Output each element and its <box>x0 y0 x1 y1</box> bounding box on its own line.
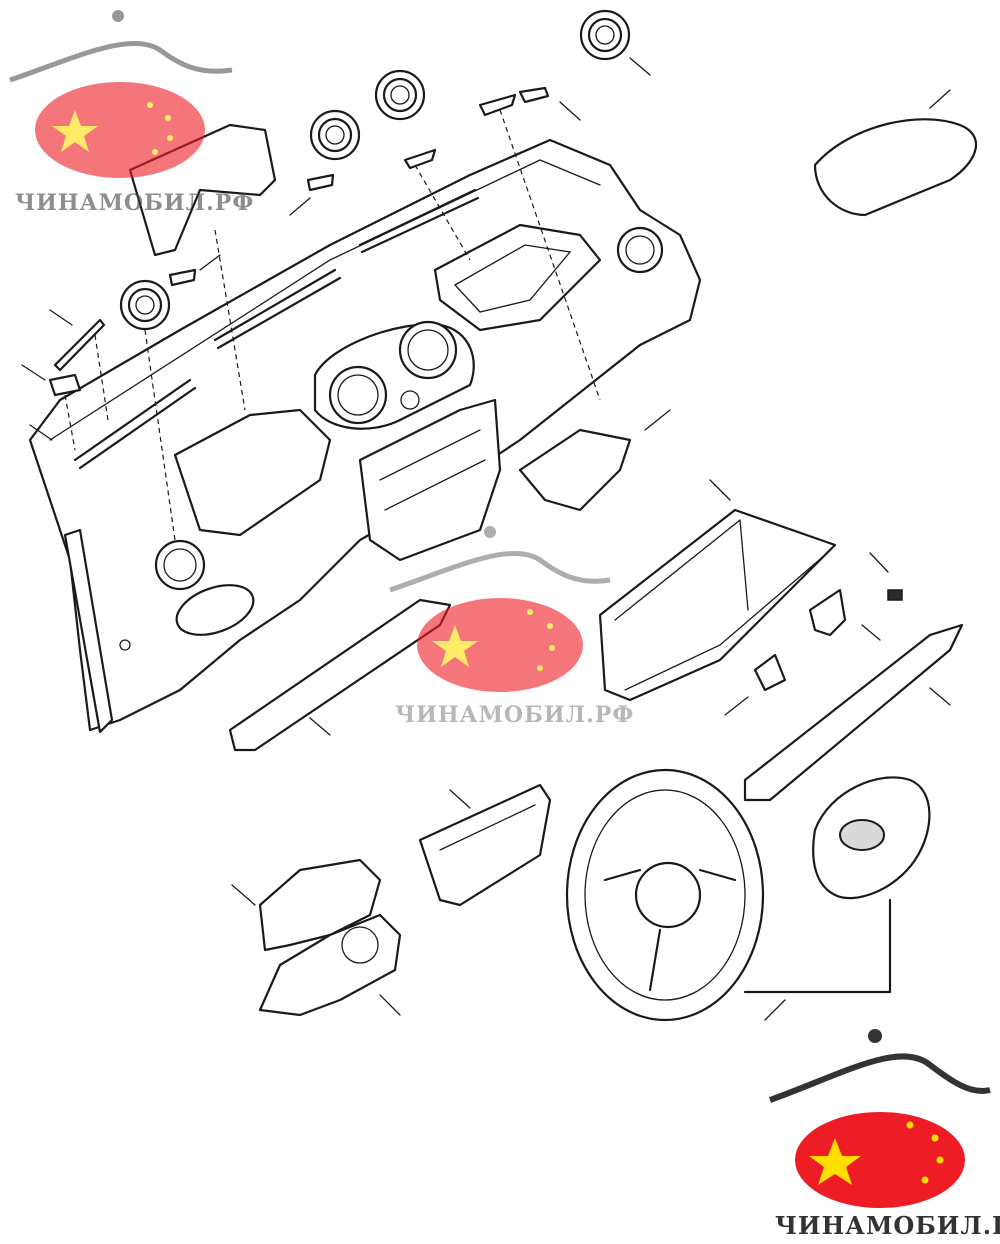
watermark-bottom-right: ЧИНАМОБИЛ.РФ <box>768 1029 1000 1240</box>
watermark-top-left: ЧИНАМОБИЛ.РФ <box>9 10 254 216</box>
steering-column-shroud <box>258 858 402 1017</box>
watermark-text: ЧИНАМОБИЛ.РФ <box>775 1211 1000 1240</box>
steering-wheel <box>565 768 765 1022</box>
vent-bezel-4 <box>119 279 171 331</box>
vent-bezel-2 <box>374 69 426 121</box>
flag-logo <box>795 1112 965 1208</box>
vent-bezel-3 <box>309 109 361 161</box>
glove-box-door <box>743 623 964 802</box>
hinge-bracket <box>753 653 787 692</box>
latch-bracket <box>808 588 847 637</box>
center-bracket <box>518 428 632 512</box>
watermark-text: ЧИНАМОБИЛ.РФ <box>15 190 254 216</box>
small-clips <box>48 86 550 397</box>
assembly-leader-lines <box>64 109 601 541</box>
vent-bezels <box>119 9 631 331</box>
callout-arrows <box>21 57 951 1021</box>
driver-airbag <box>812 776 931 900</box>
glove-box-tray <box>598 508 837 702</box>
airbag-leader-line <box>743 898 892 994</box>
watermark-text: ЧИНАМОБИЛ.РФ <box>395 702 634 728</box>
watermark-center: ЧИНАМОБИЛ.РФ <box>389 526 634 728</box>
small-latch <box>887 589 903 601</box>
top-pad-cover <box>813 118 978 217</box>
cluster-lower-trim <box>418 783 552 907</box>
vent-bezel-1 <box>579 9 631 61</box>
instrument-panel <box>28 138 702 734</box>
flag-logo <box>35 82 205 178</box>
